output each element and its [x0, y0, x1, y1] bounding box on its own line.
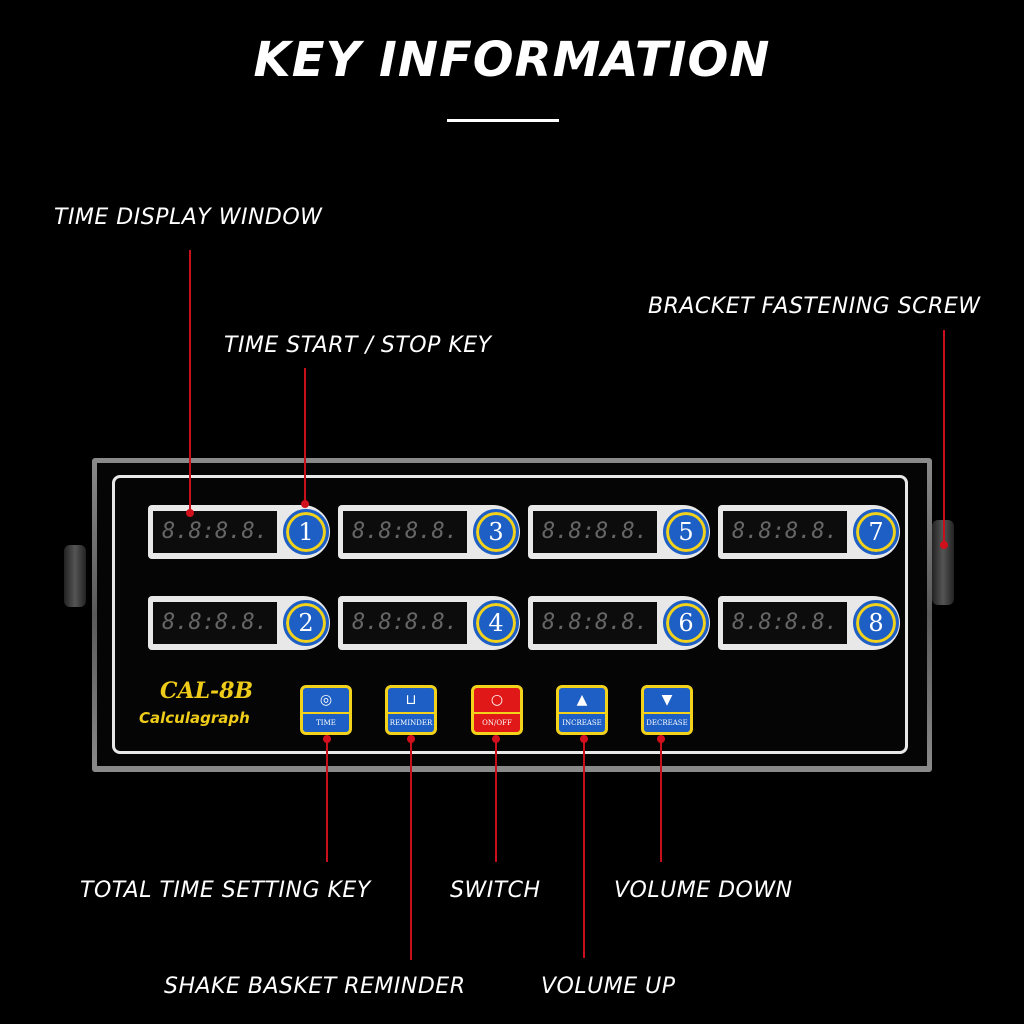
label-volume-down: VOLUME DOWN [614, 878, 793, 903]
leader-dot-volume-up [580, 735, 588, 743]
time-display: 8.8:8.8. [153, 511, 277, 553]
clock-icon: ◎ [303, 688, 349, 714]
time-button[interactable]: ◎ TIME [300, 685, 352, 735]
timer-7: 8.8:8.8. 7 [718, 505, 900, 559]
leader-dot-reminder [407, 735, 415, 743]
leader-line-reminder [410, 736, 412, 960]
leader-line-volume-up [583, 736, 585, 958]
timer-1: 8.8:8.8. 1 [148, 505, 330, 559]
time-display: 8.8:8.8. [723, 511, 847, 553]
model-name: CAL-8B [160, 678, 254, 704]
label-time-start-stop-key: TIME START / STOP KEY [224, 333, 492, 358]
button-label: TIME [316, 719, 336, 727]
start-stop-key-2[interactable]: 2 [283, 600, 329, 646]
leader-line-switch [495, 736, 497, 862]
button-label: REMINDER [389, 719, 433, 727]
device-name: Calculagraph [139, 709, 250, 727]
start-stop-key-4[interactable]: 4 [473, 600, 519, 646]
leader-line-time [326, 736, 328, 862]
time-display: 8.8:8.8. [153, 602, 277, 644]
label-volume-up: VOLUME UP [541, 974, 676, 999]
label-bracket-fastening-screw: BRACKET FASTENING SCREW [648, 294, 981, 319]
timer-6: 8.8:8.8. 6 [528, 596, 710, 650]
label-switch: SWITCH [450, 878, 541, 903]
time-display: 8.8:8.8. [723, 602, 847, 644]
left-bracket-screw [64, 545, 86, 607]
leader-line-display [189, 250, 191, 513]
start-stop-key-6[interactable]: 6 [663, 600, 709, 646]
leader-dot-volume-down [657, 735, 665, 743]
leader-dot-time [323, 735, 331, 743]
triangle-up-icon: ▲ [559, 688, 605, 714]
leader-dot-bracket [940, 541, 948, 549]
panel-border [112, 475, 908, 754]
triangle-down-icon: ▼ [644, 688, 690, 714]
leader-dot-start-stop [301, 500, 309, 508]
timer-5: 8.8:8.8. 5 [528, 505, 710, 559]
leader-line-start-stop [304, 368, 306, 503]
timer-2: 8.8:8.8. 2 [148, 596, 330, 650]
time-display: 8.8:8.8. [343, 511, 467, 553]
decrease-button[interactable]: ▼ DECREASE [641, 685, 693, 735]
increase-button[interactable]: ▲ INCREASE [556, 685, 608, 735]
time-display: 8.8:8.8. [343, 602, 467, 644]
title-underline [447, 119, 559, 122]
timer-4: 8.8:8.8. 4 [338, 596, 520, 650]
timer-3: 8.8:8.8. 3 [338, 505, 520, 559]
start-stop-key-3[interactable]: 3 [473, 509, 519, 555]
power-icon: ○ [474, 688, 520, 714]
start-stop-key-5[interactable]: 5 [663, 509, 709, 555]
leader-line-bracket [943, 330, 945, 545]
leader-dot-display [186, 509, 194, 517]
right-bracket-screw [932, 520, 954, 605]
reminder-button[interactable]: ⊔ REMINDER [385, 685, 437, 735]
button-label: ON/OFF [482, 719, 512, 727]
leader-dot-switch [492, 735, 500, 743]
button-label: DECREASE [646, 719, 688, 727]
leader-line-volume-down [660, 736, 662, 862]
time-display: 8.8:8.8. [533, 602, 657, 644]
time-display: 8.8:8.8. [533, 511, 657, 553]
label-total-time-setting-key: TOTAL TIME SETTING KEY [80, 878, 371, 903]
button-label: INCREASE [562, 719, 602, 727]
timer-8: 8.8:8.8. 8 [718, 596, 900, 650]
basket-icon: ⊔ [388, 688, 434, 714]
on-off-button[interactable]: ○ ON/OFF [471, 685, 523, 735]
label-time-display-window: TIME DISPLAY WINDOW [54, 205, 323, 230]
page-title: KEY INFORMATION [253, 32, 771, 88]
label-shake-basket-reminder: SHAKE BASKET REMINDER [164, 974, 466, 999]
start-stop-key-7[interactable]: 7 [853, 509, 899, 555]
start-stop-key-1[interactable]: 1 [283, 509, 329, 555]
start-stop-key-8[interactable]: 8 [853, 600, 899, 646]
